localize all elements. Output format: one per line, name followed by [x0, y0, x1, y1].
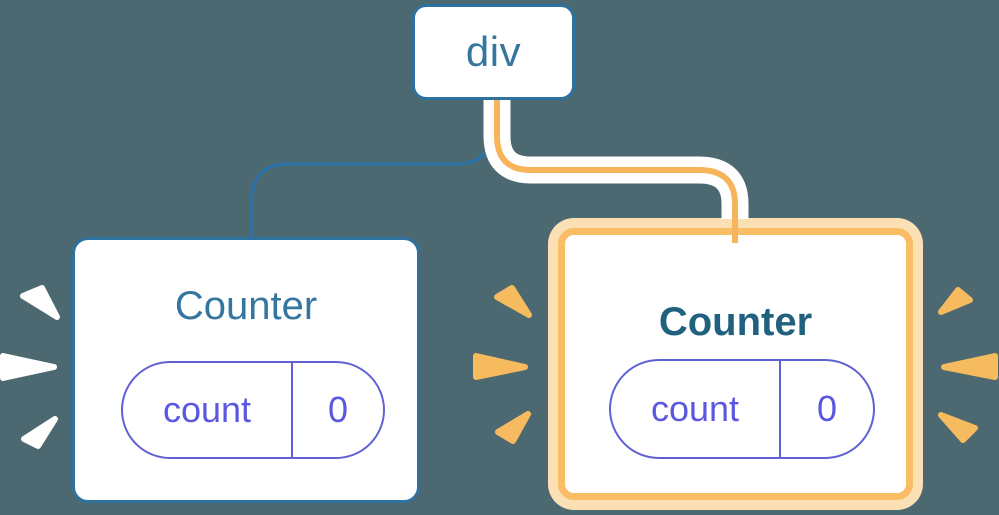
counter-title-right: Counter: [658, 300, 813, 344]
edge-div-to-right-counter: [494, 92, 738, 243]
pill-divider-left: [291, 363, 293, 457]
spark-orange-top-right-icon: [938, 287, 973, 315]
state-pill-left: count 0: [121, 361, 385, 459]
counter-title-left: Counter: [174, 284, 318, 328]
spark-white-top-icon: [20, 285, 60, 320]
sparks-left-counter: [0, 285, 60, 449]
spark-orange-bottom-left-icon: [495, 411, 531, 444]
pill-divider-right: [779, 361, 781, 457]
edge-casing-white: [483, 92, 749, 219]
counter-card-left: Counter count 0: [72, 237, 420, 503]
spark-orange-middle-right-icon: [941, 353, 998, 380]
state-value-left: 0: [327, 389, 349, 430]
state-key-cell-left: count: [123, 363, 291, 457]
sparks-right-counter-right: [938, 287, 998, 443]
spark-orange-bottom-right-icon: [938, 412, 978, 443]
state-value-cell-left: 0: [293, 363, 383, 457]
spark-orange-top-left-icon: [494, 285, 532, 318]
spark-white-middle-icon: [0, 353, 57, 381]
state-value-right: 0: [816, 388, 838, 429]
sparks-right-counter-left: [473, 285, 532, 444]
edge-div-to-left-counter: [250, 92, 494, 240]
state-key-left: count: [162, 389, 252, 430]
root-node-div: div: [412, 4, 575, 100]
state-key-right: count: [650, 388, 740, 429]
spark-white-bottom-icon: [21, 416, 58, 449]
state-value-cell-right: 0: [781, 361, 873, 457]
root-node-label: div: [465, 28, 522, 75]
state-pill-right: count 0: [609, 359, 875, 459]
spark-orange-middle-left-icon: [473, 353, 528, 380]
state-key-cell-right: count: [611, 361, 779, 457]
